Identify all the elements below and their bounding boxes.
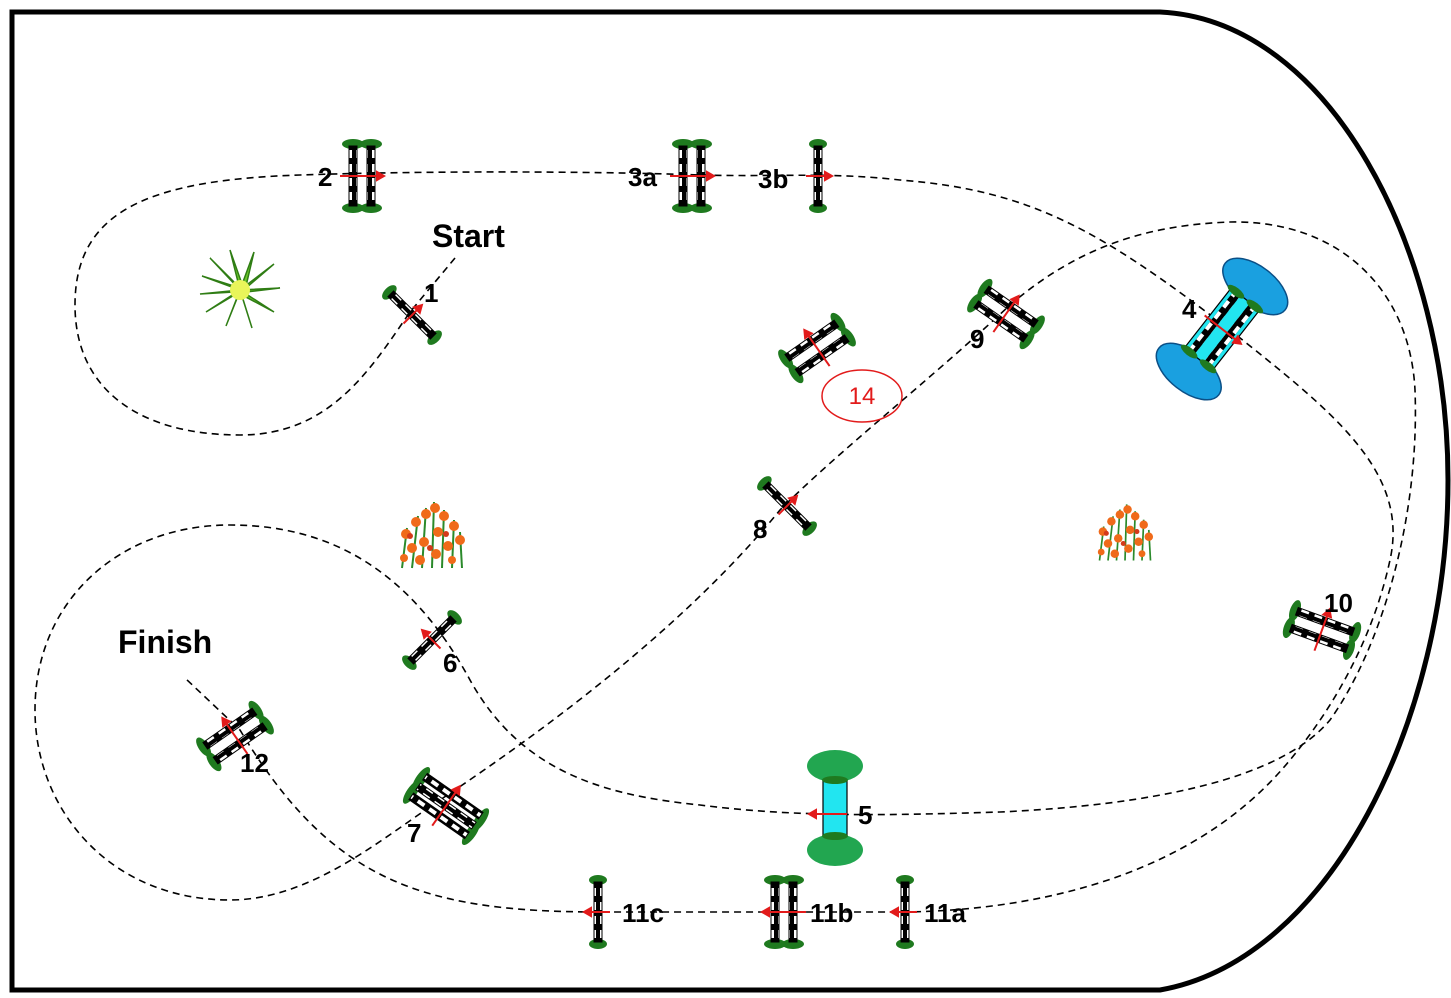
fence-12-label: 12 <box>240 748 269 778</box>
fence-11b-label: 11b <box>810 898 853 928</box>
start-label: Start <box>432 218 505 254</box>
fence-5-liverpool <box>806 750 863 866</box>
fence-3a-label: 3a <box>628 162 657 192</box>
marker-14-label: 14 <box>849 383 876 410</box>
fence-2-label: 2 <box>318 162 332 192</box>
fence-11a-label: 11a <box>924 898 966 928</box>
fence-7-label: 7 <box>407 818 421 848</box>
fence-8-label: 8 <box>753 514 767 544</box>
fence-5-label: 5 <box>858 800 872 830</box>
plant-decoration <box>199 249 281 329</box>
fence-9-label: 9 <box>970 324 984 354</box>
fence-6-label: 6 <box>443 648 457 678</box>
fence-11c-label: 11c <box>622 898 664 928</box>
fence-3b-label: 3b <box>758 164 788 194</box>
fence-4-label: 4 <box>1182 294 1197 324</box>
fence-4-water <box>1155 257 1289 401</box>
marker-14-circle <box>821 369 903 423</box>
fence-1-label: 1 <box>424 278 438 308</box>
finish-label: Finish <box>118 624 212 660</box>
arena-border <box>9 9 1451 993</box>
course-track-middle <box>34 221 1417 901</box>
fence-10-label: 10 <box>1324 588 1353 618</box>
course-track <box>74 171 1394 913</box>
